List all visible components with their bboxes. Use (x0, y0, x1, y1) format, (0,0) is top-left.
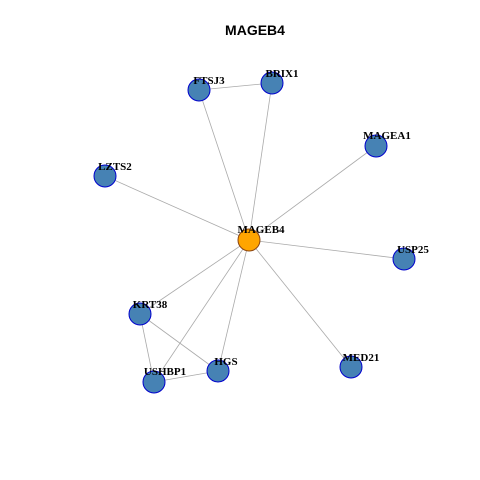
edge-krt38-ushbp1 (139, 313, 155, 383)
edge-mageb4-ftsj3 (198, 89, 250, 241)
node-label-magea1: MAGEA1 (363, 130, 411, 142)
edge-mageb4-krt38 (139, 239, 250, 315)
graph-title: MAGEB4 (225, 22, 285, 38)
edge-mageb4-ushbp1 (153, 239, 250, 383)
node-brix1: BRIX1 (260, 68, 299, 95)
node-label-ftsj3: FTSJ3 (193, 75, 225, 87)
node-circle-magea1 (364, 134, 388, 158)
node-mageb4: MAGEB4 (237, 224, 285, 252)
node-med21: MED21 (339, 352, 380, 379)
node-label-brix1: BRIX1 (265, 68, 298, 80)
edge-layer (104, 82, 405, 383)
node-label-ushbp1: USHBP1 (144, 366, 186, 378)
node-label-med21: MED21 (343, 352, 380, 364)
node-circle-brix1 (260, 71, 284, 95)
node-label-krt38: KRT38 (133, 299, 168, 311)
node-circle-mageb4 (237, 228, 261, 252)
node-krt38: KRT38 (128, 299, 168, 326)
node-label-lzts2: LZTS2 (98, 161, 132, 173)
edge-ftsj3-brix1 (198, 82, 273, 91)
node-ushbp1: USHBP1 (142, 366, 186, 394)
node-usp25: USP25 (392, 244, 429, 271)
node-hgs: HGS (206, 356, 238, 383)
node-circle-krt38 (128, 302, 152, 326)
node-label-mageb4: MAGEB4 (237, 224, 285, 236)
edge-krt38-hgs (139, 313, 219, 372)
node-circle-usp25 (392, 247, 416, 271)
node-circle-ftsj3 (187, 78, 211, 102)
node-circle-lzts2 (93, 164, 117, 188)
node-circle-ushbp1 (142, 370, 166, 394)
node-circle-med21 (339, 355, 363, 379)
edge-mageb4-med21 (248, 239, 352, 368)
edge-mageb4-hgs (217, 239, 250, 372)
edge-mageb4-magea1 (248, 145, 377, 241)
node-label-hgs: HGS (214, 356, 237, 368)
node-ftsj3: FTSJ3 (187, 75, 225, 102)
node-label-usp25: USP25 (397, 244, 429, 256)
edge-mageb4-usp25 (248, 239, 405, 260)
node-circle-hgs (206, 359, 230, 383)
node-layer: MAGEB4 FTSJ3 BRIX1MAGEA1LZTS2USP25KRT38USH… (93, 68, 429, 394)
edge-mageb4-brix1 (248, 82, 273, 241)
node-magea1: MAGEA1 (363, 130, 411, 158)
edge-mageb4-lzts2 (104, 175, 250, 241)
node-lzts2: LZTS2 (93, 161, 132, 188)
